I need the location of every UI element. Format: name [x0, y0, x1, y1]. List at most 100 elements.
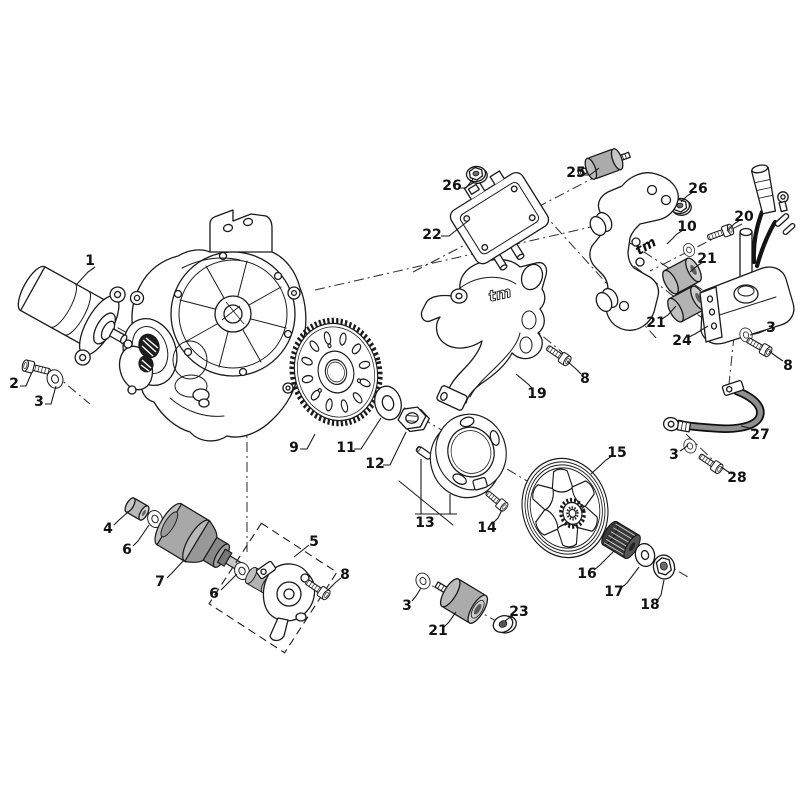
callout-5: 5: [309, 534, 319, 550]
callout-3: 3: [402, 598, 412, 614]
leader-line-6: [220, 573, 238, 591]
leader-line-21: [689, 261, 704, 273]
leader-line-4: [113, 511, 129, 526]
callout-21: 21: [646, 315, 665, 331]
part-8-bolt-coil: [744, 334, 774, 359]
callout-8: 8: [340, 567, 350, 583]
callout-1: 1: [85, 253, 95, 269]
part-12-nut: [397, 406, 430, 433]
callout-13: 13: [415, 515, 434, 531]
callout-3: 3: [766, 320, 776, 336]
leader-line-15: [590, 455, 613, 475]
leader-line-22: [441, 220, 469, 237]
leader-line-25: [584, 167, 600, 176]
part-3-washer-cable: [681, 436, 699, 456]
callout-6: 6: [122, 542, 132, 558]
part-11-washer: [374, 385, 402, 421]
leader-line-27: [740, 425, 756, 432]
leader-line-1: [76, 266, 96, 285]
callout-12: 12: [365, 456, 384, 472]
leader-line-19: [515, 373, 534, 390]
part-24-ignition-coil: [699, 164, 796, 345]
callout-20: 20: [734, 209, 754, 225]
callout-14: 14: [477, 520, 497, 536]
leader-line-17: [620, 566, 640, 589]
flywheel-spokes: [179, 260, 287, 368]
leader-line-3: [679, 443, 689, 452]
leader-line-3: [45, 385, 57, 405]
callout-6: 6: [209, 586, 219, 602]
cable-terminal-top: [721, 380, 745, 396]
callout-27: 27: [750, 427, 769, 443]
callout-21: 21: [697, 251, 716, 267]
part-washer-under-20: [681, 241, 697, 259]
part-18-flange-nut: [652, 554, 676, 580]
part-7-clutch-drum: [154, 502, 243, 571]
leader-line-9: [300, 433, 316, 450]
part-23-nut: [492, 614, 517, 634]
part-22-regulator: [449, 170, 550, 271]
cable-terminal-bottom: [662, 416, 692, 433]
callout-8: 8: [783, 358, 793, 374]
part-2-bolt: [20, 358, 53, 378]
leader-line-26: [460, 178, 474, 189]
leader-line-11: [354, 417, 382, 450]
leader-line-2: [20, 371, 33, 387]
leader-line-16: [593, 550, 615, 571]
leader-line-20: [726, 219, 741, 232]
callout-19: 19: [527, 386, 546, 402]
part-13-key-and-hub: [398, 445, 454, 526]
leader-line-14: [492, 509, 503, 524]
callout-21: 21: [428, 623, 447, 639]
callout-17: 17: [604, 584, 623, 600]
ring-terminal: [777, 191, 789, 213]
part-25-rubber-mount: [577, 148, 631, 180]
part-crankcase: [118, 209, 307, 442]
callout-26: 26: [442, 178, 461, 194]
part-3-washer-bottom: [412, 570, 434, 592]
part-5-water-pump: [208, 522, 338, 654]
leader-line-3: [411, 587, 422, 602]
leader-line-8: [566, 360, 582, 375]
callout-15: 15: [607, 445, 626, 461]
callout-7: 7: [155, 574, 165, 590]
part-1-starter-motor: [17, 265, 128, 366]
part-21-stud-bushing: [434, 578, 489, 624]
callout-8: 8: [580, 371, 590, 387]
leader-line-12: [383, 431, 407, 466]
leader-line-3: [749, 329, 767, 336]
leader-line-8: [768, 350, 784, 362]
leader-line-26: [680, 191, 694, 203]
leader-line-21: [661, 305, 677, 320]
leader-line-10: [666, 229, 684, 245]
tm-logo-fan-cover: tm: [487, 283, 513, 306]
part-27-ground-cable: [662, 380, 765, 433]
part-8-bolt-fan-cover: [543, 342, 574, 368]
part-14-bolt: [483, 488, 510, 513]
callout-9: 9: [289, 440, 299, 456]
leader-line-7: [166, 559, 185, 579]
callout-18: 18: [640, 597, 659, 613]
callout-11: 11: [336, 440, 355, 456]
leader-line-21: [443, 611, 457, 628]
callout-16: 16: [577, 566, 596, 582]
spark-plug-cap-connector: [750, 164, 777, 215]
leader-line-28: [720, 466, 733, 475]
part-starter-clutch-hub: [429, 413, 507, 499]
leader-line-18: [656, 579, 665, 602]
part-9-ring-gear: [289, 317, 383, 427]
pulley-hub-sprocket: [559, 497, 586, 529]
callout-2: 2: [9, 376, 19, 392]
part-17-washer: [634, 542, 656, 568]
leader-line-8: [327, 577, 342, 591]
part-15-pulley: [521, 457, 609, 559]
callout-25: 25: [566, 165, 585, 181]
callout-28: 28: [727, 470, 746, 486]
callout-24: 24: [672, 333, 692, 349]
callout-3: 3: [34, 394, 44, 410]
callout-4: 4: [103, 521, 113, 537]
leader-line-5: [293, 544, 310, 558]
part-4-cap: [124, 497, 150, 521]
